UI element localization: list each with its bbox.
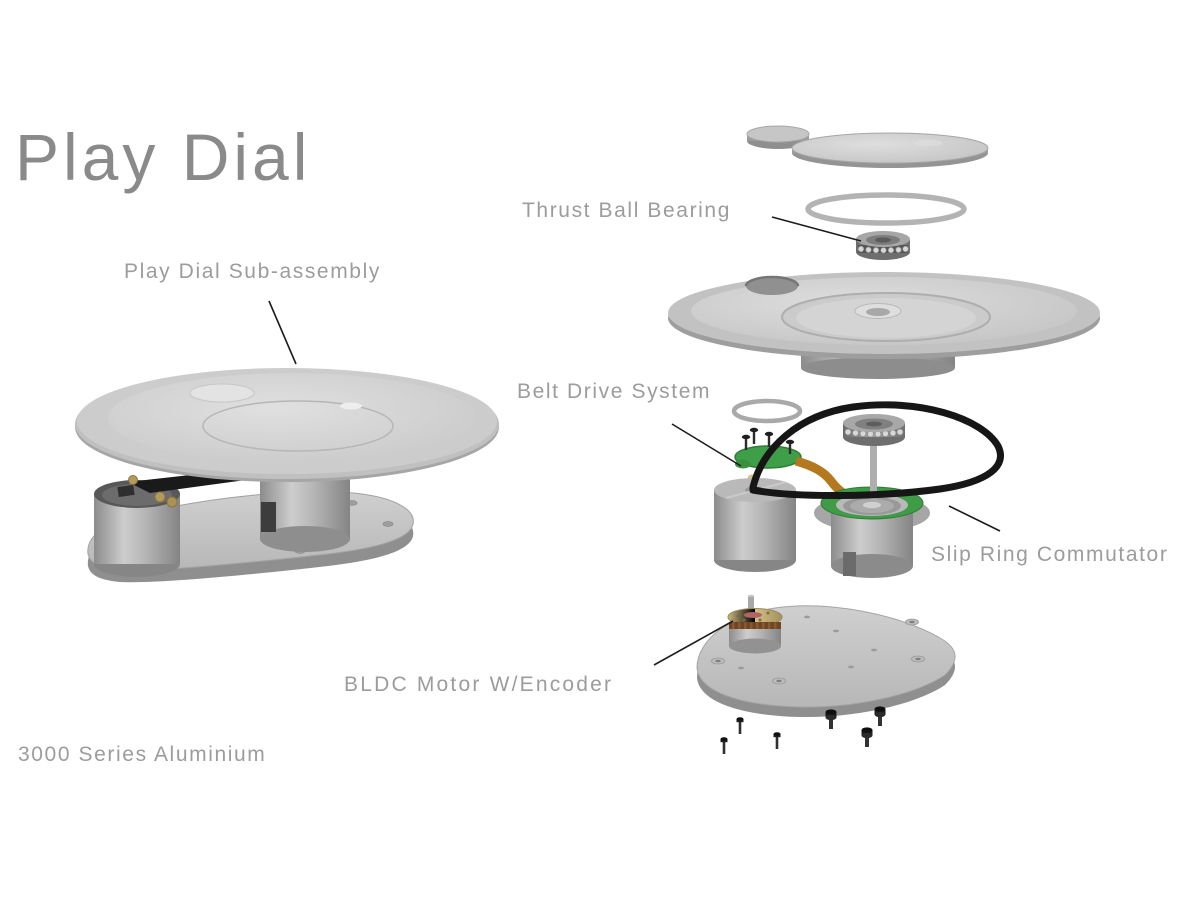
play-dial-subassembly — [75, 368, 499, 583]
leader-thrust-bearing — [771, 216, 862, 242]
leader-lines — [268, 216, 1001, 666]
callout-sub-assembly: Play Dial Sub-assembly — [124, 260, 381, 283]
top-disc — [791, 132, 989, 168]
leader-belt-drive — [671, 423, 742, 467]
drive-belt — [749, 401, 1004, 499]
o-ring-small — [731, 398, 803, 424]
material-note: 3000 Series Aluminium — [18, 743, 267, 766]
subassembly-brass-fittings — [117, 475, 178, 508]
callout-bldc-motor: BLDC Motor W/Encoder — [344, 673, 614, 696]
o-ring-large — [805, 192, 967, 226]
thrust-ball-bearing — [856, 231, 910, 260]
mounting-screws — [720, 706, 886, 754]
exploded-view — [668, 125, 1100, 754]
slip-ring-shaft — [870, 440, 877, 502]
callout-slip-ring-commutator: Slip Ring Commutator — [931, 543, 1169, 566]
subassembly-dial — [75, 368, 499, 482]
leader-sub-assembly — [268, 300, 297, 365]
page-title: Play Dial — [15, 120, 312, 194]
callout-belt-drive-system: Belt Drive System — [517, 380, 712, 403]
leader-slip-ring — [948, 505, 1001, 532]
bldc-motor — [727, 594, 783, 654]
dial-plate — [668, 272, 1100, 379]
subassembly-pedestal — [260, 475, 350, 552]
base-plate-screw-holes — [711, 615, 925, 685]
callout-thrust-ball-bearing: Thrust Ball Bearing — [522, 199, 731, 222]
belt-pulley-bearing — [843, 414, 905, 446]
pcb-screws — [741, 427, 795, 454]
leader-bldc-motor — [653, 620, 734, 666]
subassembly-motor — [94, 480, 180, 577]
